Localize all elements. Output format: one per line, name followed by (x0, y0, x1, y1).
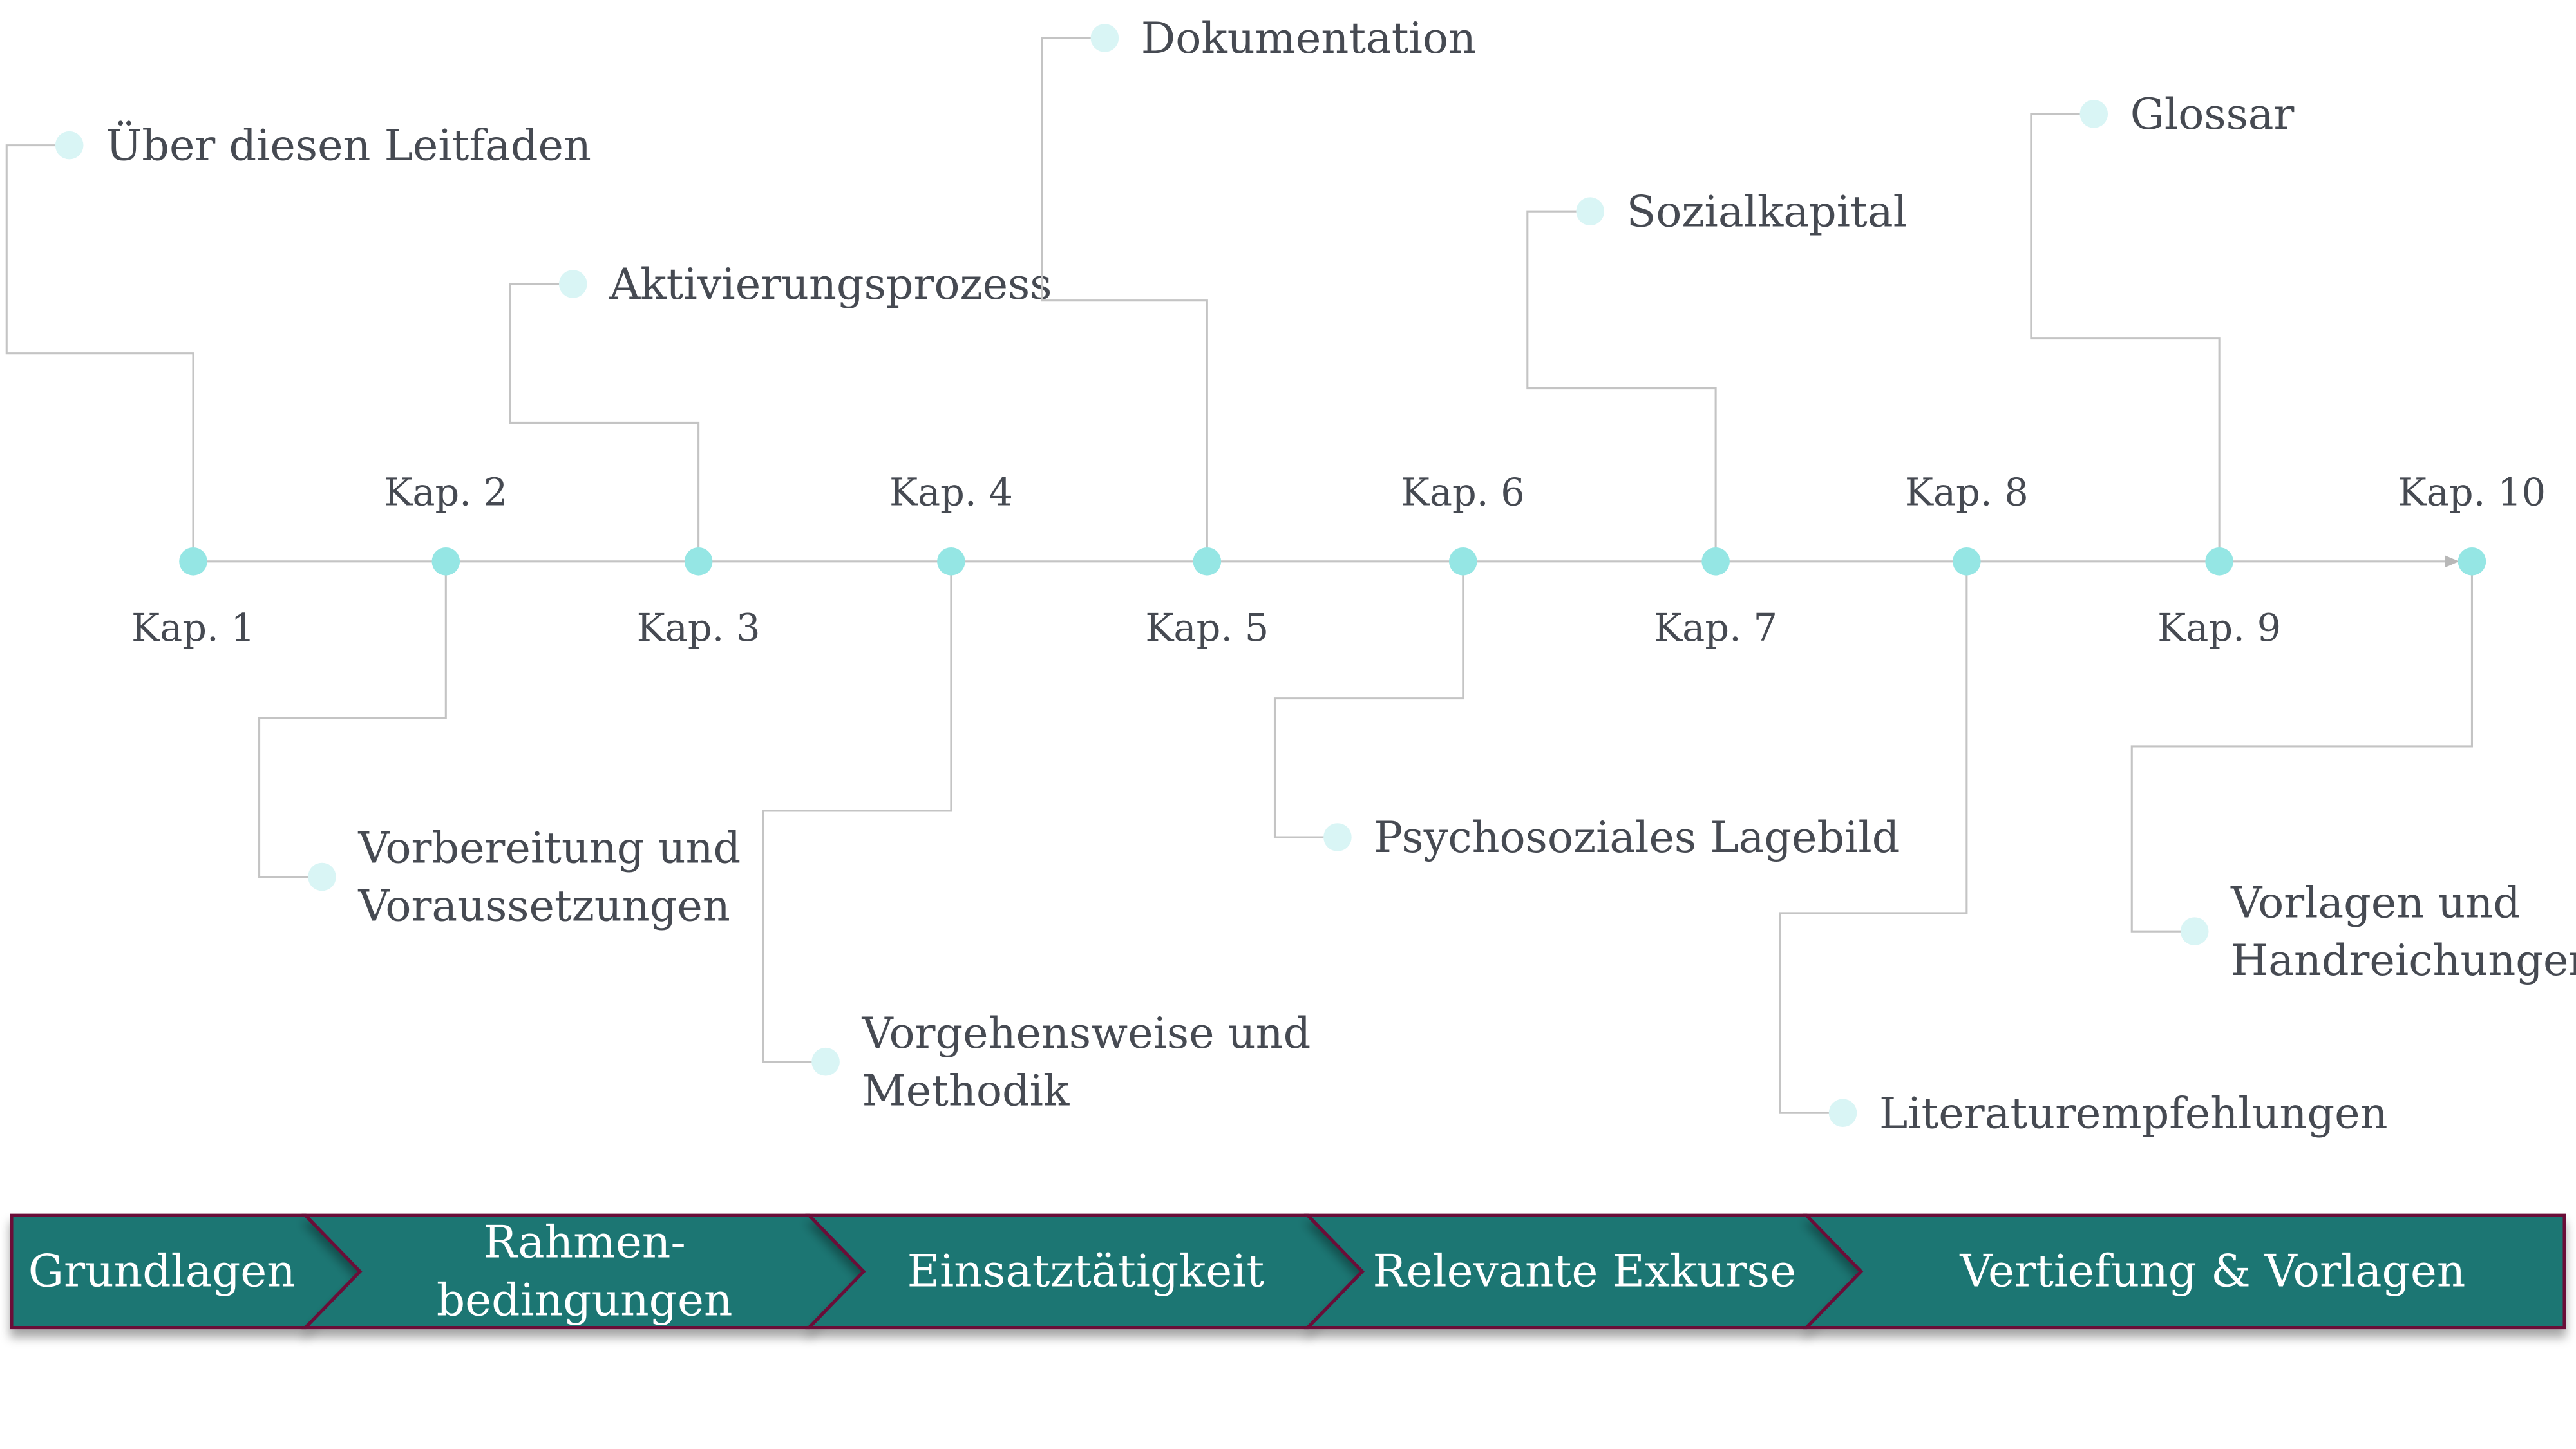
chapter-node-icon[interactable] (684, 547, 713, 576)
topic-label: Methodik (862, 1066, 1070, 1116)
topic-label: Sozialkapital (1627, 186, 1907, 236)
chapter-item: Sozialkapital (1526, 186, 1907, 562)
topic-dot-icon (2079, 100, 2108, 128)
chapter-node-icon[interactable] (1953, 547, 1981, 576)
chapter-number-label: Kap. 2 (384, 470, 507, 515)
connector-line (2130, 561, 2473, 933)
topic-label: Literaturempfehlungen (1879, 1088, 2388, 1138)
chapter-node-icon[interactable] (179, 547, 207, 576)
section-label: Rahmen- (484, 1217, 686, 1269)
topic-label: Glossar (2130, 89, 2295, 139)
chapter-node-icon[interactable] (2205, 547, 2233, 576)
chapter-item: Über diesen Leitfaden (5, 120, 591, 562)
topic-label: Vorlagen und (2230, 877, 2521, 927)
chapter-number-label: Kap. 5 (1145, 605, 1269, 650)
chapter-item: Aktivierungsprozess (509, 259, 1052, 562)
chapter-number-label: Kap. 8 (1905, 470, 2029, 515)
topic-dot-icon (558, 270, 587, 298)
connector-line (5, 144, 194, 562)
chapter-number-label: Kap. 6 (1401, 470, 1525, 515)
section-label: Relevante Exkurse (1372, 1245, 1796, 1297)
chapter-number-label: Kap. 1 (131, 605, 255, 650)
connector-line (762, 561, 952, 1063)
connector-line (1041, 37, 1208, 562)
section-chevron[interactable]: Relevante Exkurse (1303, 1213, 1864, 1330)
section-label: Einsatztätigkeit (907, 1245, 1265, 1297)
connector-line (1779, 561, 1968, 1114)
topic-dot-icon (308, 862, 336, 891)
section-chevron[interactable]: Grundlagen (10, 1213, 363, 1330)
topic-dot-icon (1090, 24, 1119, 52)
chapter-item: Glossar (2030, 89, 2295, 562)
chapter-item: Dokumentation (1041, 13, 1476, 562)
topic-label: Psychosoziales Lagebild (1374, 812, 1899, 862)
chapter-number-label: Kap. 9 (2157, 605, 2281, 650)
topic-dot-icon (1828, 1099, 1857, 1127)
chapter-node-icon[interactable] (2458, 547, 2486, 576)
connector-line (2030, 113, 2221, 562)
connector-line (1273, 561, 1464, 838)
section-label: Grundlagen (28, 1245, 296, 1297)
connector-line (509, 283, 700, 562)
topic-dot-icon (1323, 823, 1352, 851)
chapter-item: Psychosoziales Lagebild (1273, 561, 1899, 862)
topic-label: Aktivierungsprozess (609, 259, 1052, 309)
section-label: bedingungen (437, 1274, 733, 1326)
connector-line (258, 561, 447, 878)
section-chevron[interactable]: Rahmen-bedingungen (301, 1213, 866, 1330)
connector-line (1526, 210, 1717, 562)
topic-label: Über diesen Leitfaden (106, 120, 591, 171)
chapter-number-label: Kap. 10 (2398, 470, 2546, 515)
section-label: Vertiefung & Vorlagen (1959, 1245, 2465, 1297)
chapter-node-icon[interactable] (1193, 547, 1222, 576)
topic-label: Vorgehensweise und (861, 1008, 1311, 1058)
topic-label: Dokumentation (1141, 13, 1476, 63)
chapter-node-icon[interactable] (1449, 547, 1477, 576)
chapter-item: Literaturempfehlungen (1779, 561, 2388, 1138)
topic-label: Voraussetzungen (357, 880, 730, 931)
chapter-number-label: Kap. 4 (889, 470, 1013, 515)
topic-label: Vorbereitung und (357, 823, 741, 873)
topic-label: Handreichungen (2231, 935, 2576, 985)
chapter-node-icon[interactable] (937, 547, 965, 576)
section-chevron[interactable]: Einsatztätigkeit (805, 1213, 1365, 1330)
topic-dot-icon (1576, 197, 1605, 225)
topic-dot-icon (811, 1047, 840, 1076)
topic-dot-icon (2180, 917, 2209, 945)
chapter-number-label: Kap. 3 (637, 605, 761, 650)
chapter-node-icon[interactable] (431, 547, 460, 576)
topic-dot-icon (55, 131, 84, 160)
section-chevron[interactable]: Vertiefung & Vorlagen (1803, 1213, 2566, 1330)
chapter-node-icon[interactable] (1701, 547, 1730, 576)
chapter-number-label: Kap. 7 (1654, 605, 1777, 650)
